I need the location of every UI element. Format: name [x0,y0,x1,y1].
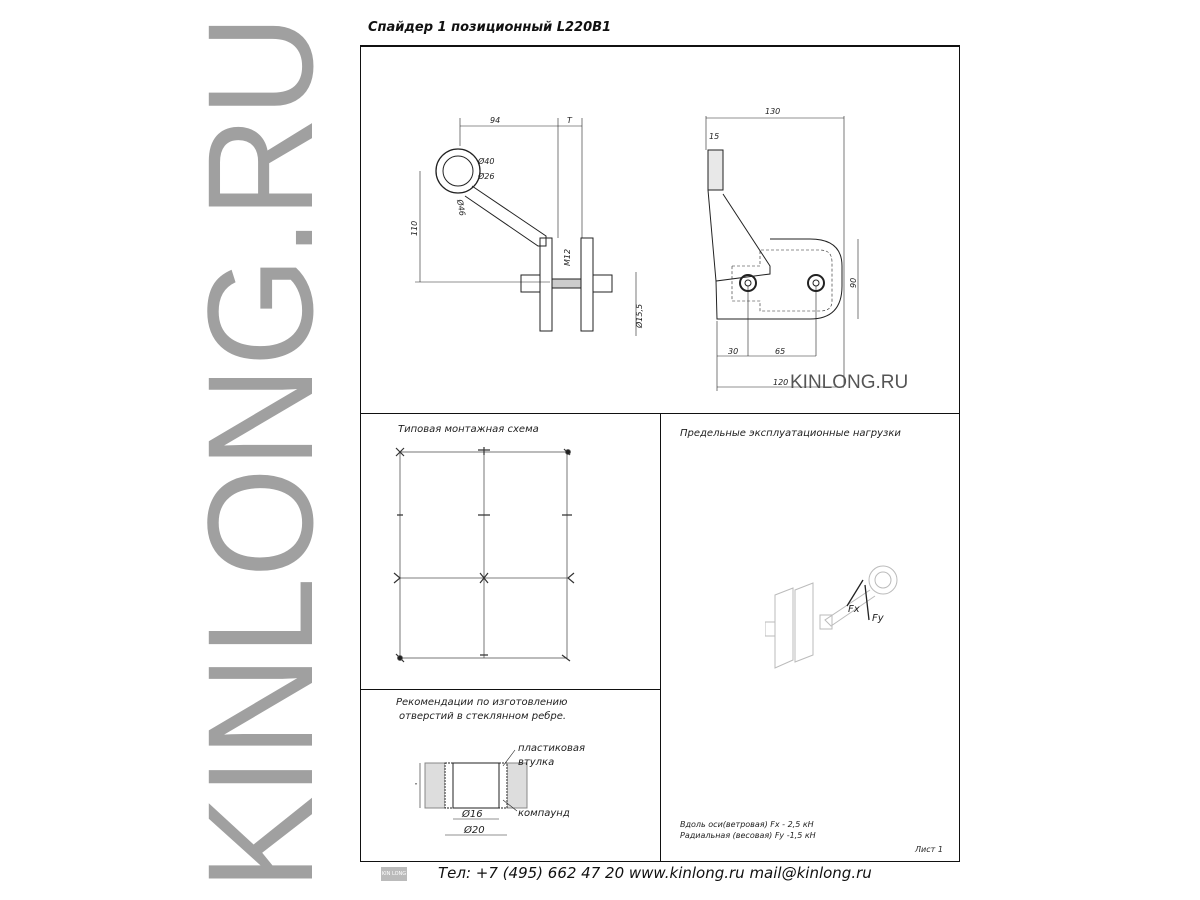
dim-t: T [415,783,418,793]
load-axial: Вдоль оси(ветровая) Fx - 2,5 кН [680,820,814,829]
dim-d40: Ø40 [477,156,494,166]
spider-drawing: 94 T Ø40 Ø26 Ø46 110 M12 Ø15,5 130 15 90… [410,107,859,391]
sheet-number: Лист 1 [915,845,943,854]
dim-d15-5: Ø15,5 [634,304,644,329]
divider [660,413,661,862]
dim-120: 120 [773,378,788,387]
watermark-text: KINLONG.RU [176,15,340,890]
dim-130: 130 [765,107,780,116]
dim-15: 15 [709,132,719,141]
dim-d20: Ø20 [463,824,485,836]
force-fy-label: Fy [872,613,885,624]
hole-section: T Ø16 Ø20 пластиковая втулка компаунд [415,743,585,836]
dim-90: 90 [849,278,858,288]
dim-30: 30 [728,347,738,356]
bushing-label-2: втулка [518,757,554,768]
force-fx-label: Fx [848,604,860,615]
compound-label: компаунд [518,808,570,819]
loads-heading: Предельные эксплуатационные нагрузки [680,428,901,439]
dim-d46: Ø46 [455,198,468,217]
loads-diagram: Fx Fy [765,565,898,669]
dim-94: 94 [490,116,500,125]
dim-65: 65 [775,347,785,356]
dim-110: 110 [410,221,419,236]
divider [360,689,660,690]
watermark: KINLONG.RU [176,15,340,890]
mounting-heading: Типовая монтажная схема [398,424,539,435]
dim-d26: Ø26 [477,171,494,181]
bushing-label-1: пластиковая [518,743,585,754]
kinlong-logo: KIN LONG [381,867,407,881]
page-title: Спайдер 1 позиционный L220B1 [368,20,612,35]
mounting-grid [393,447,575,663]
watermark-small: KINLONG.RU [790,372,909,393]
footer-contacts: Тел: +7 (495) 662 47 20 www.kinlong.ru m… [438,864,872,882]
load-radial: Радиальная (весовая) Fy -1,5 кН [680,831,816,840]
dim-m12: M12 [563,249,572,266]
dim-d16: Ø16 [461,808,483,820]
dim-t: T [567,116,573,125]
holes-heading-2: отверстий в стеклянном ребре. [399,711,567,722]
holes-heading-1: Рекомендации по изготовлению [396,697,568,708]
